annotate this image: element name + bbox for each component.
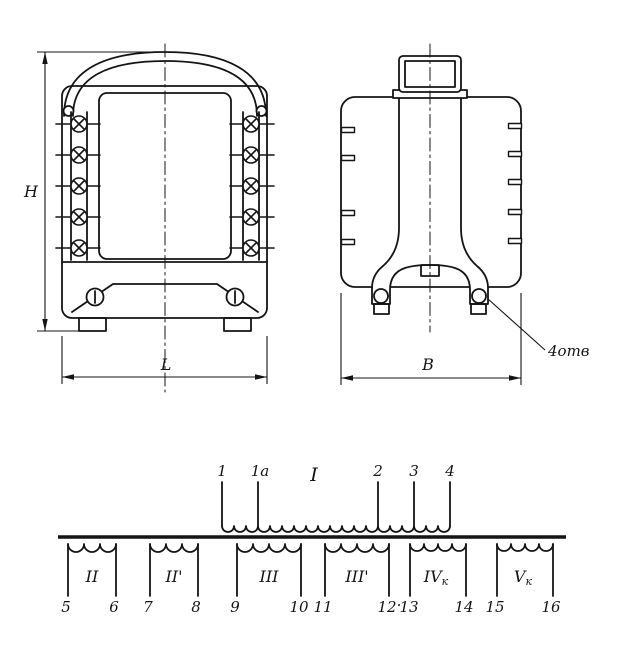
terminal-number: 15 (485, 598, 504, 616)
foot-right (223, 317, 252, 332)
winding-leads (236, 543, 302, 597)
winding-label: II (85, 567, 99, 586)
terminal-number: 11 (313, 598, 332, 616)
terminal-number: 13 (399, 598, 418, 616)
terminal-tick (507, 150, 523, 158)
dimension-height: H (23, 51, 150, 332)
arrowhead (62, 374, 74, 380)
winding-schematic: 1 1а I 2 3 4 II 5 6 II' 7 8 III 9 10 (58, 462, 566, 616)
winding-coil (409, 543, 467, 552)
arrowhead (341, 375, 353, 381)
terminal-number: 1а (251, 462, 270, 480)
dot-separator: · (397, 596, 402, 614)
terminal-number: 2 (372, 462, 383, 480)
winding-leads (67, 543, 117, 597)
dimension-width-side: B (340, 293, 522, 385)
terminal-tick (507, 122, 523, 130)
terminal-number: 7 (143, 598, 153, 616)
leader-line (487, 298, 546, 351)
terminal-tick (340, 126, 356, 134)
primary-coil (221, 525, 451, 533)
secondary-winding-III: III 9 10 (230, 543, 309, 616)
terminal-number: 9 (230, 598, 240, 616)
winding-label: IVк (423, 567, 449, 588)
terminal-number: 12 (377, 598, 396, 616)
dimension-width-front: L (61, 336, 268, 384)
secondary-winding-III-prime: III' 11 12 (313, 543, 397, 616)
terminal-tick (340, 209, 356, 217)
terminal-number: 6 (109, 598, 119, 616)
mounting-hole-left (373, 288, 389, 304)
terminal-number: 10 (289, 598, 309, 616)
secondary-winding-IV: IVк 13 14 (399, 543, 474, 616)
dim-width-front-label: L (160, 355, 172, 374)
mounting-hole-right (471, 288, 487, 304)
terminal-number: 3 (409, 462, 419, 480)
arrowhead (42, 52, 48, 64)
secondary-winding-II-prime: II' 7 8 (143, 543, 201, 616)
winding-leads (496, 543, 554, 597)
terminal-tick (507, 237, 523, 245)
holes-note-label: 4отв (547, 342, 590, 360)
primary-leads (221, 481, 451, 527)
strap-eyelet-left (62, 105, 75, 117)
foot-pad-left (373, 303, 390, 315)
dim-height-label: H (23, 182, 39, 201)
winding-coil (149, 543, 199, 553)
terminal-number: 1 (217, 462, 227, 480)
winding-label: III (259, 567, 280, 586)
terminal-number: 16 (541, 598, 561, 616)
winding-coil (324, 543, 390, 553)
arrowhead (509, 375, 521, 381)
terminal-tick (507, 178, 523, 186)
side-view (340, 43, 523, 333)
winding-leads (409, 543, 467, 597)
winding-label: II' (164, 567, 182, 586)
winding-leads (149, 543, 199, 597)
terminal-number: 8 (191, 598, 201, 616)
foot-pad-right (470, 303, 487, 315)
winding-leads (324, 543, 390, 597)
arrowhead (42, 319, 48, 331)
strap-eyelet-right (255, 105, 268, 117)
secondary-winding-V: Vк 15 16 (485, 543, 561, 616)
terminal-number: 14 (454, 598, 473, 616)
winding-coil (496, 543, 554, 552)
secondary-winding-II: II 5 6 (61, 543, 119, 616)
front-view (55, 43, 275, 393)
winding-label: Vк (514, 567, 533, 588)
primary-winding-label: I (309, 464, 318, 486)
primary-winding: 1 1а I 2 3 4 (217, 462, 455, 533)
foot-left (78, 317, 107, 332)
winding-label: III' (344, 567, 368, 586)
holes-callout: 4отв (487, 298, 590, 360)
terminal-number: 5 (61, 598, 71, 616)
dim-width-side-label: B (421, 355, 434, 374)
terminal-number: 4 (444, 462, 455, 480)
winding-coil (67, 543, 117, 553)
arrowhead (255, 374, 267, 380)
winding-coil (236, 543, 302, 553)
terminal-tick (340, 238, 356, 246)
terminal-tick (507, 208, 523, 216)
terminal-tick (340, 154, 356, 162)
